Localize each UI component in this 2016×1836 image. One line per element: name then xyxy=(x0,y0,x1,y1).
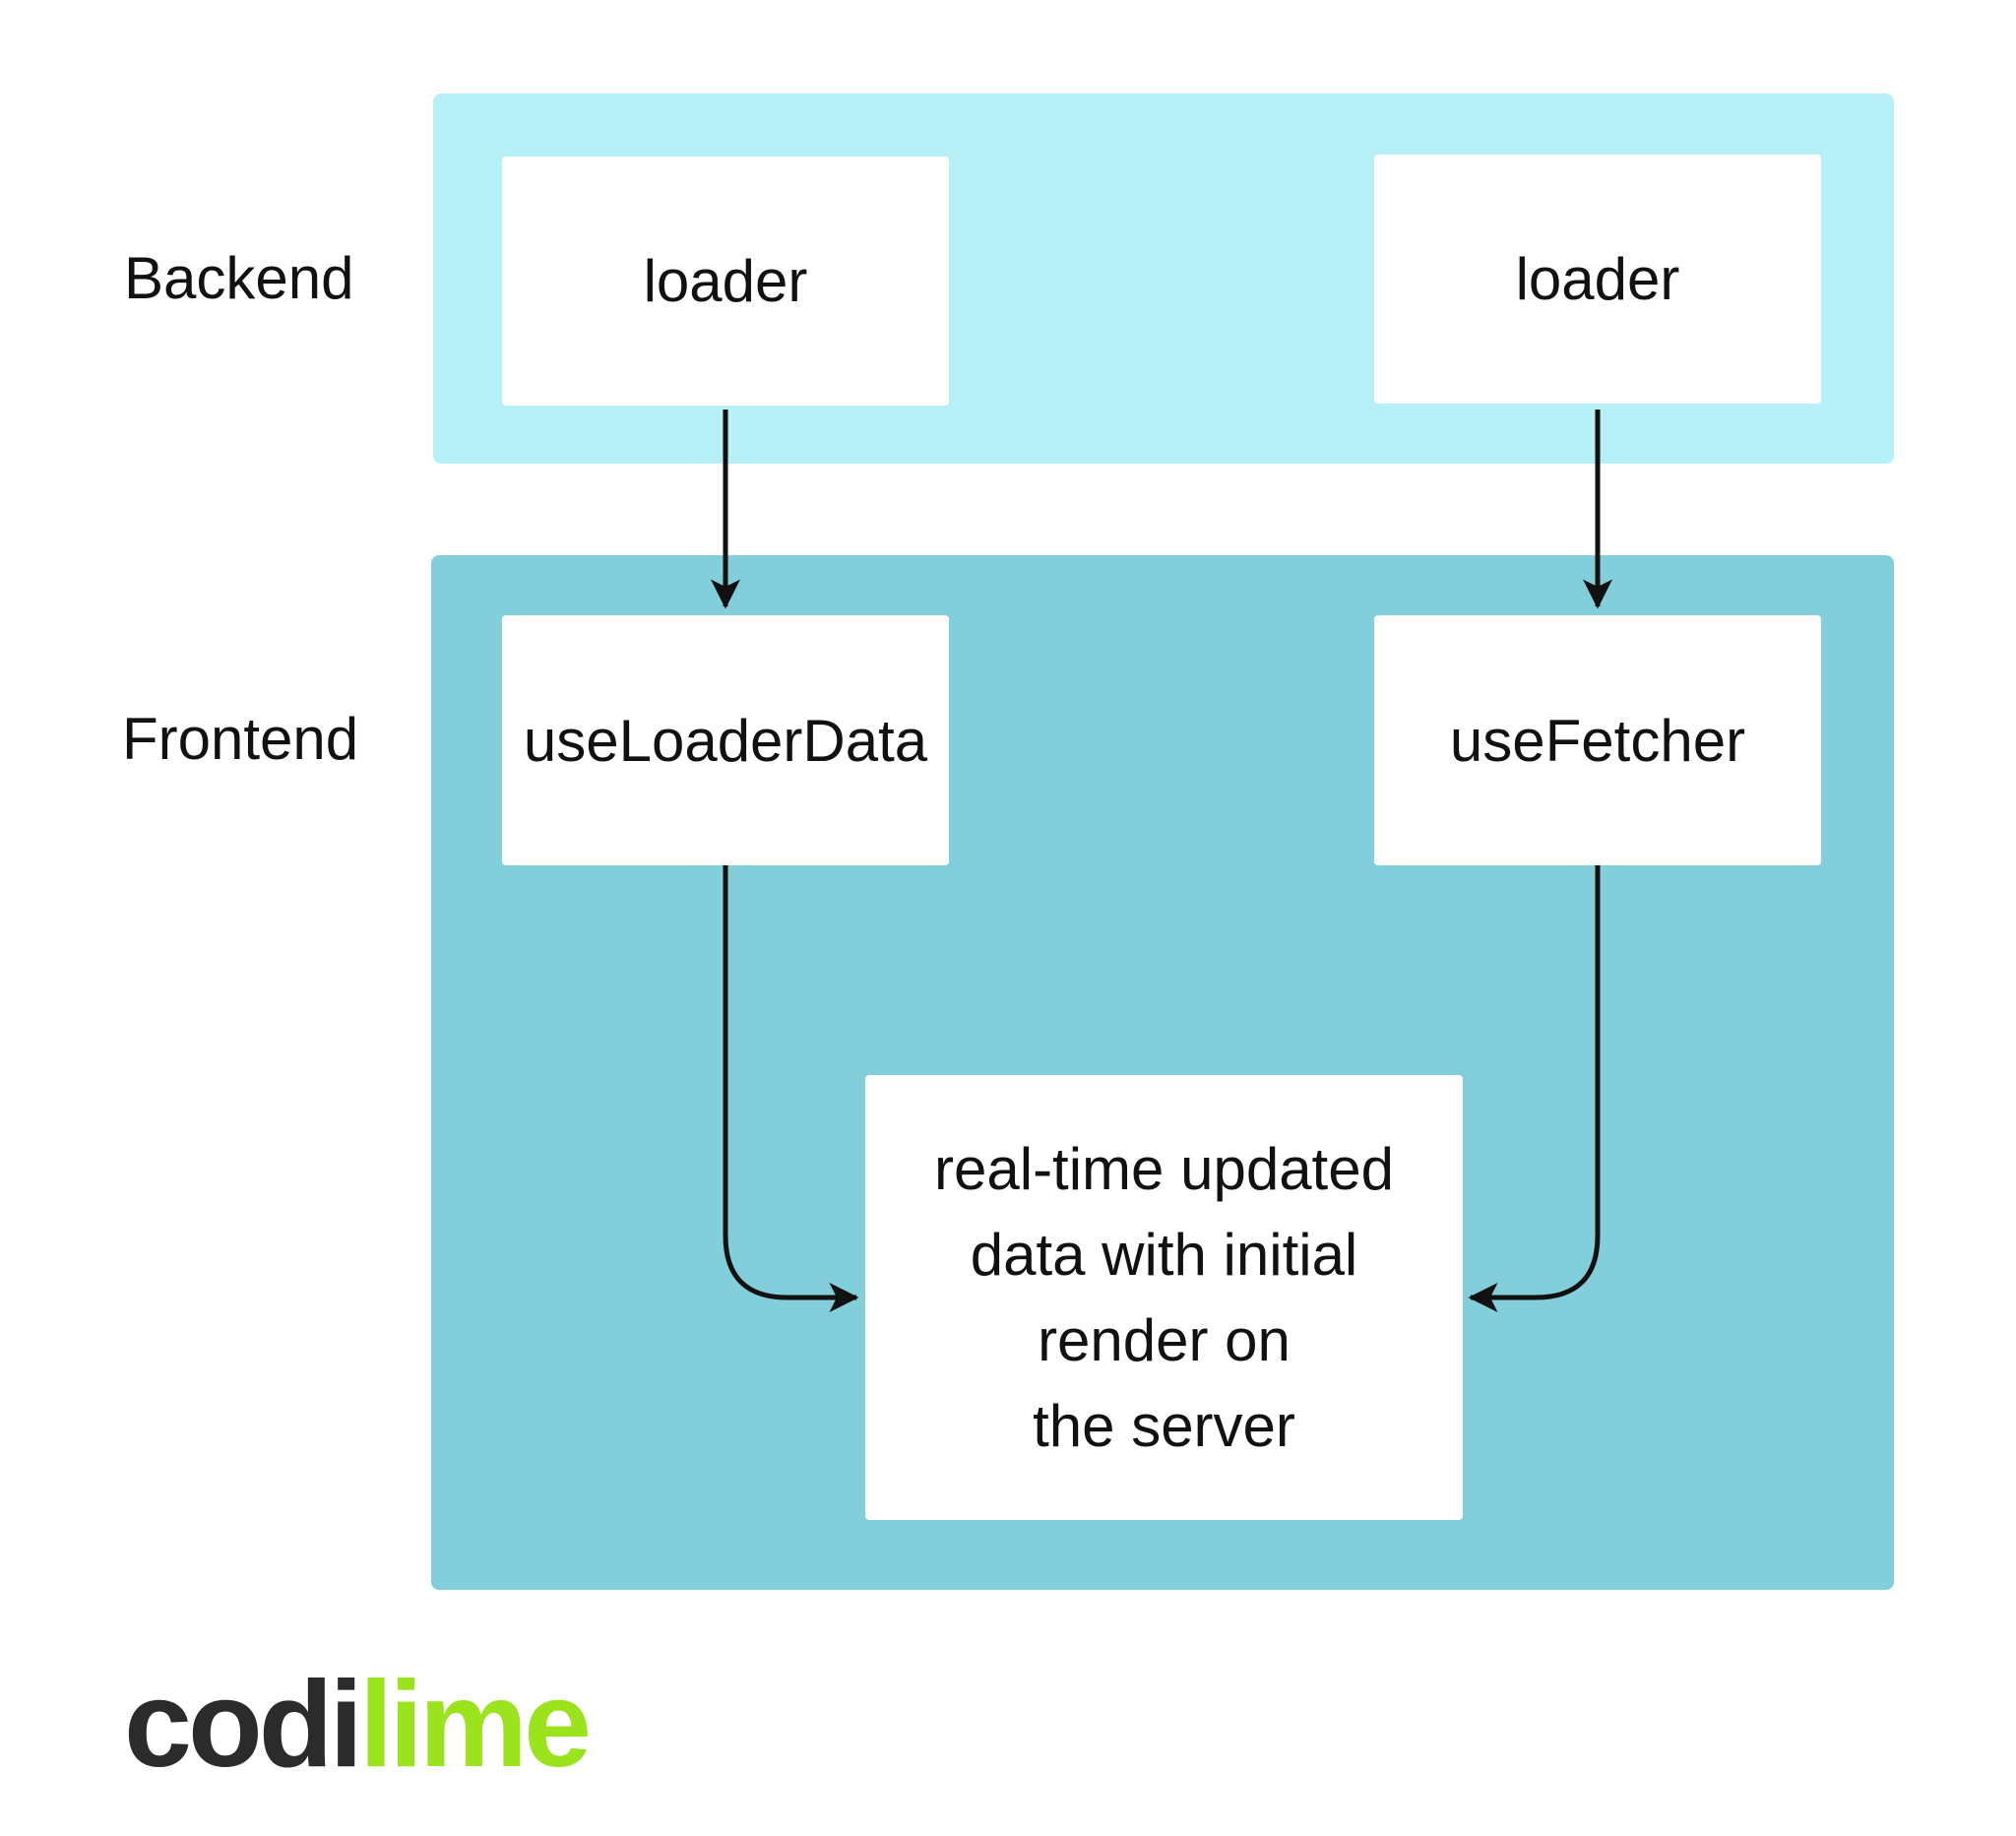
logo-part-codi: codi xyxy=(124,1657,363,1793)
arrow-useloaderdata-to-result xyxy=(723,865,859,1312)
use-fetcher-label: useFetcher xyxy=(1449,707,1746,774)
backend-label: Backend xyxy=(124,245,354,311)
loader-node-right: loader xyxy=(1374,155,1821,404)
use-fetcher-node: useFetcher xyxy=(1374,615,1821,865)
loader-node-left: loader xyxy=(502,157,949,406)
result-node: real-time updated data with initial rend… xyxy=(865,1075,1463,1520)
arrow-usefetcher-to-result xyxy=(1468,865,1601,1312)
loader-node-left-label: loader xyxy=(643,248,808,314)
logo-part-lime: lime xyxy=(358,1657,592,1793)
frontend-label: Frontend xyxy=(122,706,359,772)
loader-node-right-label: loader xyxy=(1515,246,1680,312)
codilime-logo: codilime xyxy=(124,1664,592,1786)
use-loader-data-node: useLoaderData xyxy=(502,615,949,865)
result-label: real-time updated data with initial rend… xyxy=(934,1136,1394,1459)
use-loader-data-label: useLoaderData xyxy=(523,707,928,774)
